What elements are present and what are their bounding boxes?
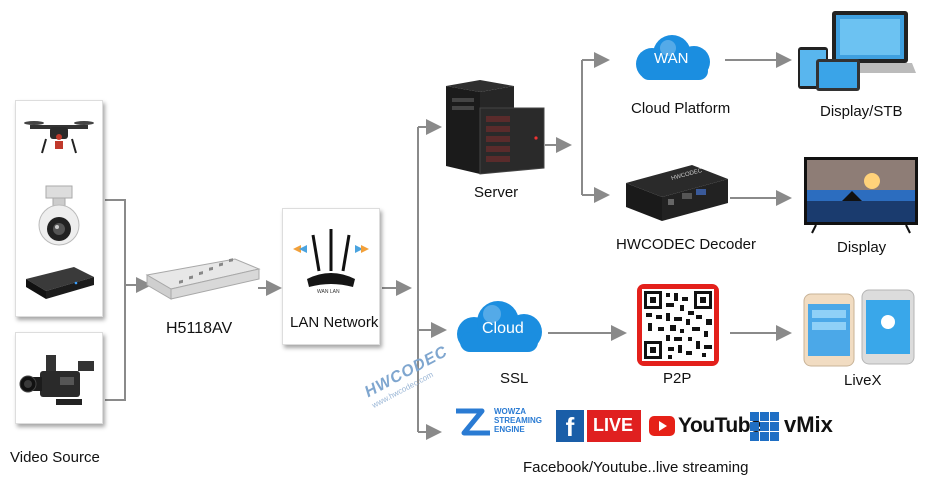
router-icon [293,229,369,287]
tv-display-icon [804,157,918,234]
laptop-tablets-icon [798,11,916,91]
vmix-grid-icon [750,412,779,441]
wowza-text-line1: WOWZA [494,407,526,416]
label-p2p: P2P [663,370,692,387]
label-streaming: Facebook/Youtube..live streaming [523,459,749,476]
router-port-text: WAN LAN [317,289,340,295]
facebook-icon: f [556,410,584,442]
wowza-text-line2: STREAMING [494,416,542,425]
lan-card: WAN LAN LAN Network [282,208,380,345]
label-video-source: Video Source [10,449,100,466]
drone-icon [24,121,94,154]
camcorder-icon [19,355,94,405]
label-display: Display [837,239,887,256]
label-encoder: H5118AV [166,320,233,337]
decoder-device-icon [626,165,728,221]
label-cloud-platform: Cloud Platform [631,100,731,117]
qr-code-icon [642,289,714,361]
wowza-logo-icon [456,408,490,436]
youtube-icon [649,416,675,436]
encoder-device-icon [145,258,261,300]
label-server: Server [474,184,519,201]
server-tower-icon [446,80,545,175]
label-display-stb: Display/STB [820,103,903,120]
video-source-card-bottom [15,332,103,424]
vmix-text: vMix [784,412,833,437]
youtube-text: YouTube [678,414,762,437]
video-source-card-top [15,100,103,317]
label-decoder: HWCODEC Decoder [616,236,757,253]
label-lan: LAN Network [290,314,379,331]
wowza-text-line3: ENGINE [494,425,525,434]
label-ssl: SSL [500,370,529,387]
ssl-cloud-text: Cloud [482,320,524,337]
label-livex: LiveX [844,372,882,389]
wan-cloud-icon [636,35,710,80]
live-badge-text: LIVE [593,415,634,435]
wan-cloud-text: WAN [654,50,689,67]
live-badge: LIVE [587,410,641,442]
smartphones-icon [803,289,915,367]
ptz-camera-icon [38,185,80,246]
source-bracket [105,199,126,401]
set-top-box-icon [26,267,94,299]
ssl-cloud-icon [457,301,542,352]
wowza-text: WOWZA STREAMING ENGINE [494,407,542,434]
